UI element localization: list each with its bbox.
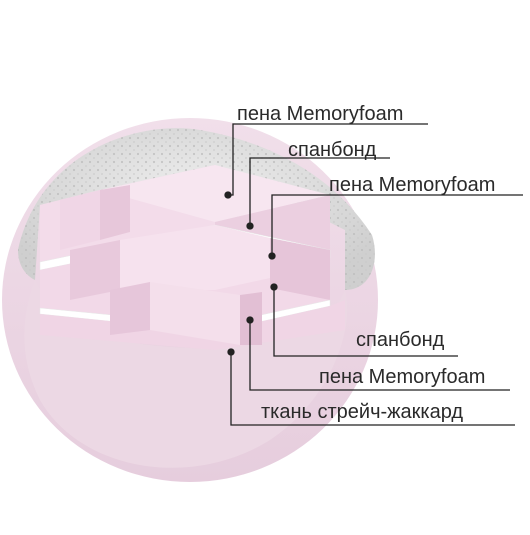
callout-dot-6 <box>227 348 235 356</box>
label-mid-memoryfoam: пена Memoryfoam <box>329 174 496 196</box>
callout-line-3 <box>271 194 523 256</box>
callout-dot-3 <box>268 252 276 260</box>
callout-line-6 <box>230 352 515 426</box>
callout-dot-4 <box>270 283 278 291</box>
label-top-spanbond: спанбонд <box>288 139 377 161</box>
label-low-spanbond: спанбонд <box>356 329 445 351</box>
label-top-memoryfoam: пена Memoryfoam <box>237 103 404 125</box>
label-cover-fabric: ткань стрейч-жаккард <box>261 401 464 423</box>
callout-line-2 <box>249 157 390 226</box>
low-memoryfoam-layer <box>40 282 345 350</box>
callout-dot-1 <box>224 191 232 199</box>
callout-dot-2 <box>246 222 254 230</box>
callout-lines <box>224 123 523 426</box>
callout-line-5 <box>249 320 510 391</box>
callout-dot-5 <box>246 316 254 324</box>
label-low-memoryfoam: пена Memoryfoam <box>319 366 486 388</box>
callout-line-4 <box>273 287 458 357</box>
